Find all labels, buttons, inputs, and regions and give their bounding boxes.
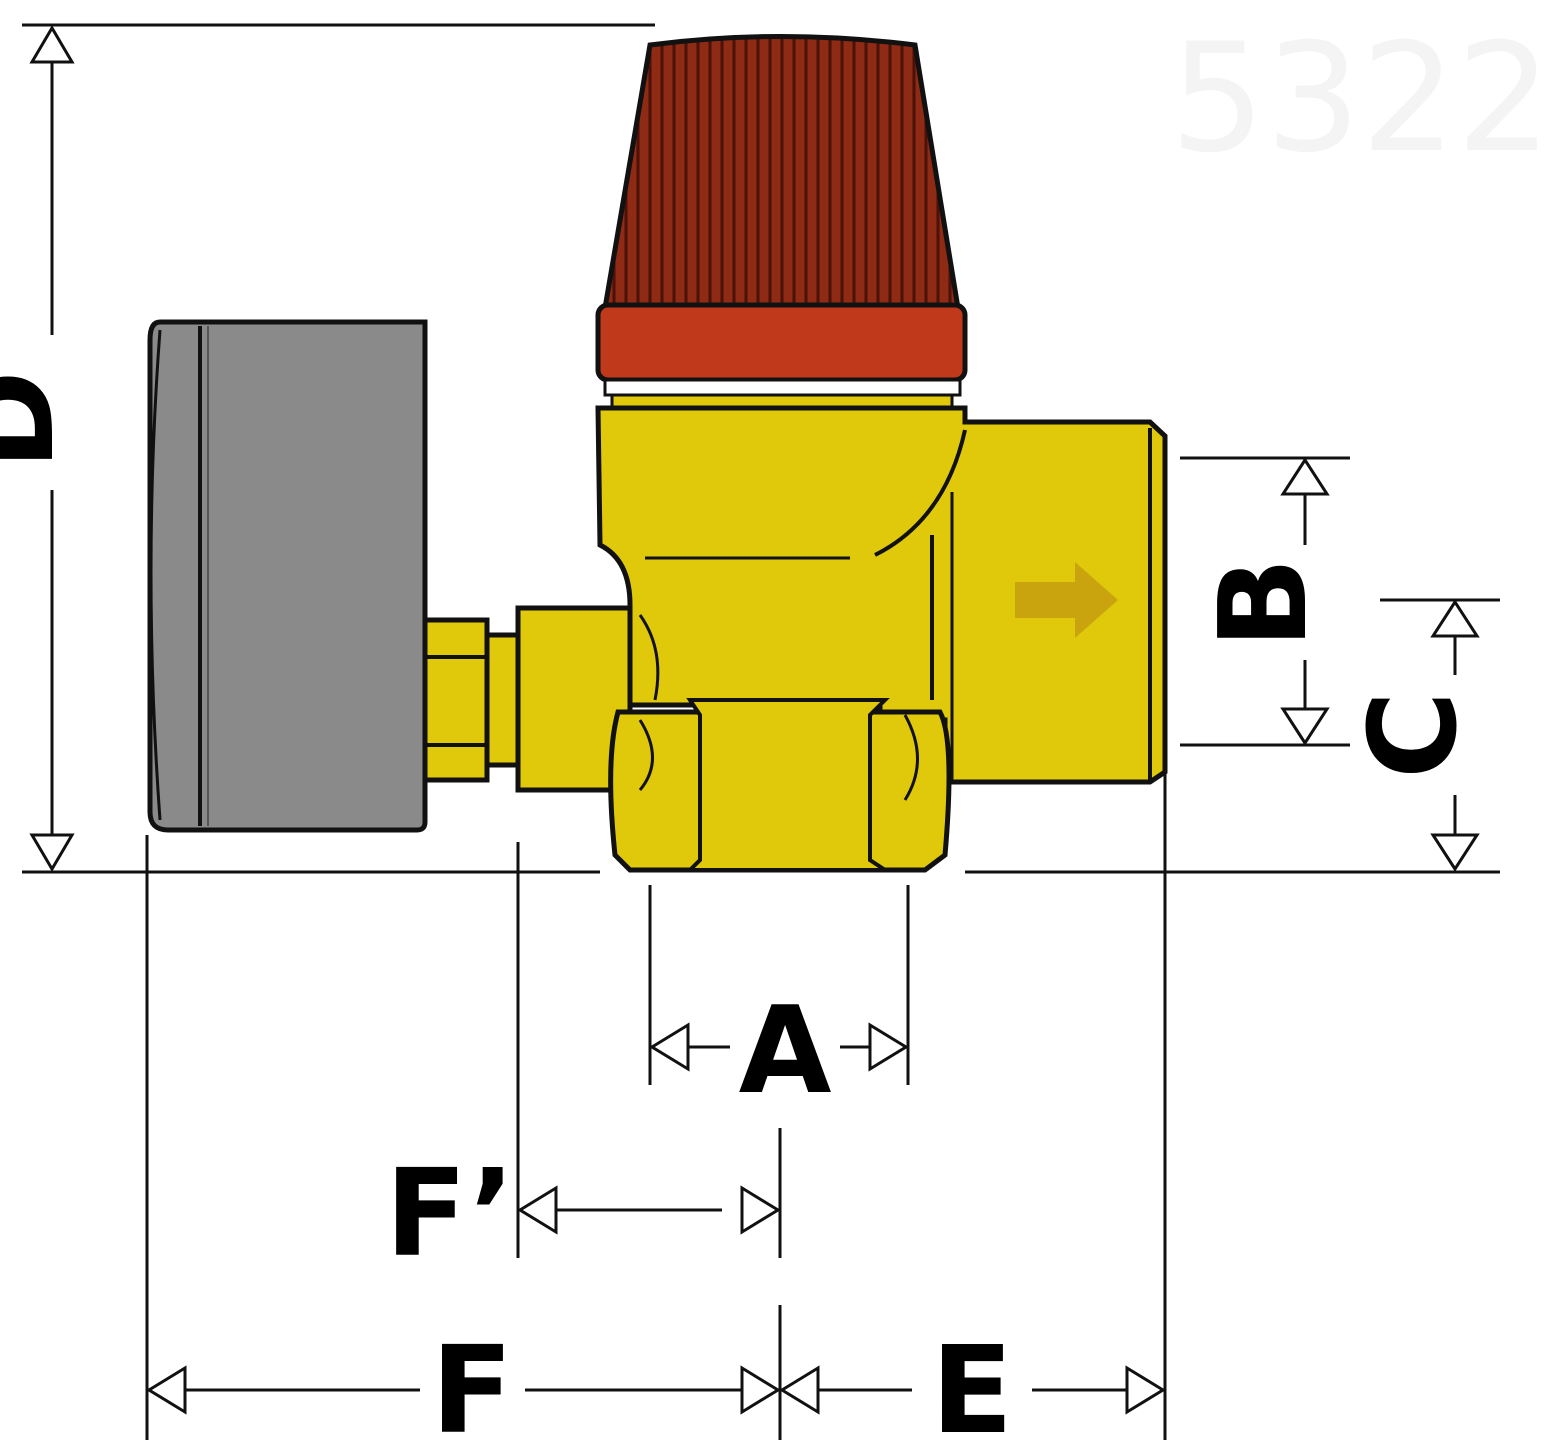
- dimension-label-e: E: [931, 1322, 1013, 1440]
- hex-nut: [608, 698, 952, 873]
- flow-arrow-icon: [1015, 562, 1118, 638]
- adjustment-cap: [595, 34, 968, 409]
- valve-body: [515, 405, 1168, 793]
- dimension-label-a: A: [739, 982, 832, 1121]
- dimension-label-f: F: [431, 1322, 513, 1440]
- dimension-label-c: C: [1345, 691, 1484, 779]
- watermark-text: 5322: [1170, 12, 1552, 186]
- dimension-label-f-prime: F’: [385, 1145, 515, 1284]
- pressure-gauge: [147, 319, 428, 833]
- dimension-label-b: B: [1195, 557, 1334, 648]
- dimension-label-d: D: [0, 370, 81, 470]
- gauge-connector: [422, 617, 523, 783]
- dimension-lines: [22, 23, 1500, 1440]
